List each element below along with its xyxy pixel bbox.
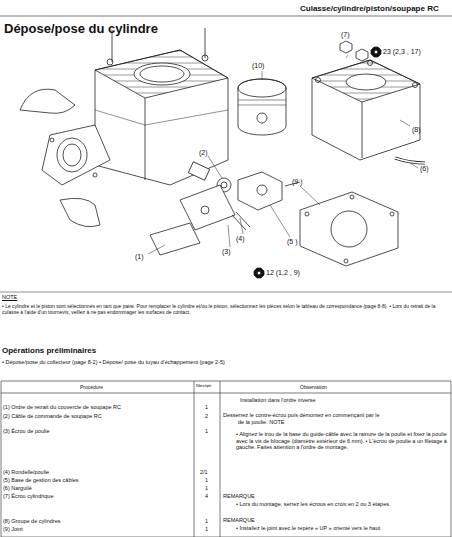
table-header: Observation bbox=[300, 384, 327, 390]
table-cell: (8) Groupe de cylindres bbox=[3, 518, 60, 525]
table-cell: (4) Rondelle/poulie bbox=[3, 469, 49, 476]
callout-number: (2) bbox=[199, 149, 208, 157]
table-cell: 1 bbox=[205, 526, 208, 533]
table-cell: 1 bbox=[205, 404, 208, 411]
table-cell: 1 bbox=[205, 428, 208, 435]
table-cell: de la poulie. NOTE bbox=[238, 419, 284, 426]
callout-number: (9 ) bbox=[292, 178, 303, 186]
callout-number: (5 ) bbox=[287, 238, 298, 246]
table-cell: (9) Joint bbox=[3, 526, 23, 533]
table-cell: (7) Écrou cylindrique bbox=[3, 493, 53, 500]
table-cell: 2/1 bbox=[200, 469, 208, 476]
page-header: Culasse/cylindre/piston/soupape RC bbox=[300, 4, 439, 14]
table-cell: (3) Écrou de poulie bbox=[3, 428, 49, 435]
table-cell: • Installez le joint avec le repère « UP… bbox=[236, 525, 446, 532]
table-cell: (6) Narguilé bbox=[3, 485, 32, 492]
table-cell: (1) Ordre de retrait du couvercle de sou… bbox=[3, 404, 121, 411]
callout-number: (4) bbox=[236, 235, 245, 243]
torque-value: 23 (2,3 , 17) bbox=[383, 48, 421, 56]
table-cell: 4 bbox=[205, 493, 208, 500]
prelim-text: • Dépose/pose du collecteur (page 8-2) •… bbox=[2, 359, 252, 366]
section-heading: Opérations préliminaires bbox=[2, 346, 96, 356]
note-text: • Le cylindre et le piston sont sélectio… bbox=[2, 303, 447, 315]
table-cell: • Alignez le trou de la base du guide-câ… bbox=[236, 431, 448, 451]
callout-number: (7) bbox=[341, 31, 350, 39]
table-cell: • Lors du montage, serrez les écrous en … bbox=[236, 501, 446, 508]
table-cell: (2) Câble de commande de soupape RC bbox=[3, 413, 102, 420]
table-header: Procédure bbox=[80, 384, 103, 390]
callout-number: (3) bbox=[222, 248, 231, 256]
table-cell: 2 bbox=[205, 413, 208, 420]
callout-number: (6) bbox=[420, 165, 429, 173]
table-cell: REMARQUE bbox=[223, 493, 255, 500]
page-title: Dépose/pose du cylindre bbox=[4, 21, 158, 37]
callout-number: (10) bbox=[252, 62, 264, 70]
table-cell: Desserrez le contre-écrou puis démontez … bbox=[223, 412, 380, 419]
callout-number: (8) bbox=[412, 126, 421, 134]
callout-number: (1) bbox=[135, 253, 144, 261]
table-header: Nbre/qté bbox=[196, 384, 211, 389]
table-cell: Installation dans l'ordre inverse bbox=[240, 397, 316, 404]
table-cell: 1 bbox=[205, 477, 208, 484]
torque-value: 12 (1,2 , 9) bbox=[266, 269, 300, 277]
note-heading: NOTE bbox=[2, 294, 17, 301]
table-cell: 1 bbox=[205, 518, 208, 525]
table-cell: REMARQUE bbox=[223, 517, 255, 524]
table-cell: (5) Base de gestion des câbles bbox=[3, 477, 79, 484]
table-cell: 1 bbox=[205, 485, 208, 492]
